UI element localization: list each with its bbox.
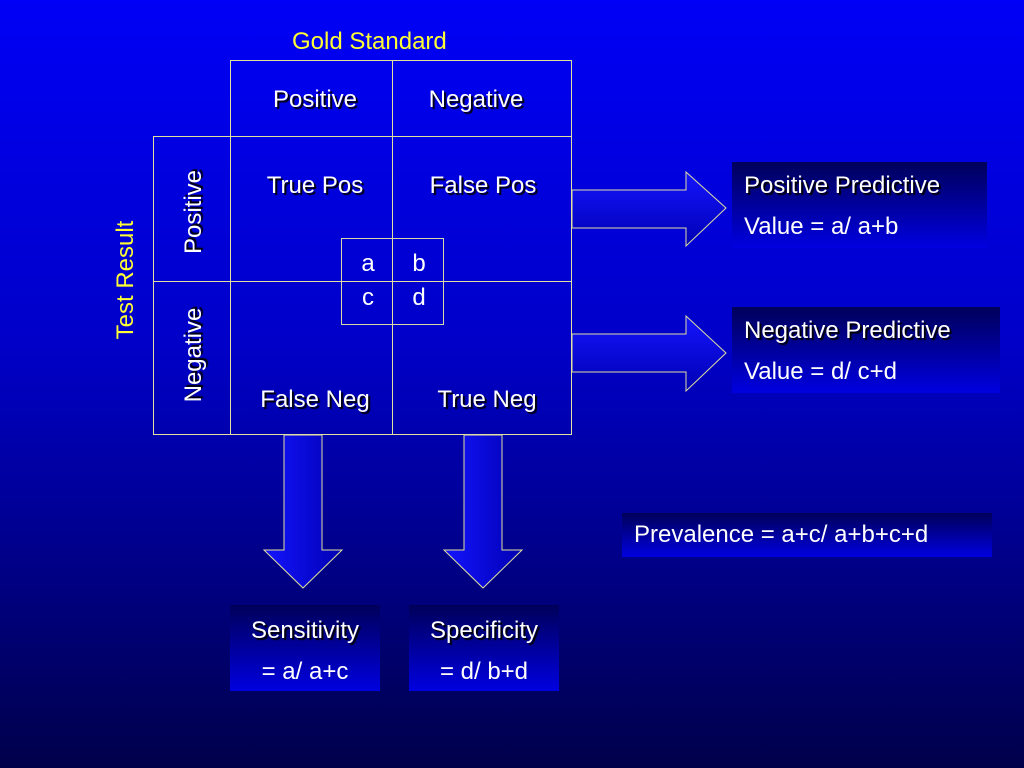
ppv-box: Positive Predictive Value = a/ a+b — [732, 162, 987, 248]
gold-standard-title: Gold Standard — [292, 28, 447, 55]
npv-line-1: Negative Predictive — [744, 317, 951, 344]
row-header-positive: Positive — [180, 169, 207, 255]
npv-box: Negative Predictive Value = d/ c+d — [732, 307, 1000, 393]
prevalence-box: Prevalence = a+c/ a+b+c+d — [622, 513, 992, 557]
prevalence-text: Prevalence = a+c/ a+b+c+d — [634, 521, 929, 548]
label-true-pos: True Pos — [266, 172, 364, 199]
letter-box — [341, 238, 444, 325]
letter-c: c — [362, 284, 374, 311]
letter-a: a — [361, 250, 375, 277]
sensitivity-arrow — [262, 434, 344, 589]
ppv-line-2: Value = a/ a+b — [744, 213, 899, 240]
label-true-neg: True Neg — [437, 386, 537, 413]
cell-true-neg — [392, 281, 572, 435]
specificity-box: Specificity = d/ b+d — [409, 605, 559, 691]
letter-d: d — [412, 284, 426, 311]
label-false-neg: False Neg — [260, 386, 370, 413]
specificity-line-2: = d/ b+d — [439, 658, 529, 685]
column-header-negative: Negative — [428, 86, 524, 113]
npv-line-2: Value = d/ c+d — [744, 358, 897, 385]
npv-arrow — [571, 314, 727, 393]
label-false-pos: False Pos — [429, 172, 537, 199]
ppv-line-1: Positive Predictive — [744, 172, 941, 199]
letter-b: b — [412, 250, 426, 277]
column-header-positive: Positive — [272, 86, 358, 113]
sensitivity-line-1: Sensitivity — [250, 617, 360, 644]
sensitivity-box: Sensitivity = a/ a+c — [230, 605, 380, 691]
specificity-arrow — [442, 434, 524, 589]
sensitivity-line-2: = a/ a+c — [261, 658, 349, 685]
ppv-arrow — [571, 170, 727, 248]
specificity-line-1: Specificity — [429, 617, 539, 644]
row-header-negative: Negative — [180, 307, 207, 403]
